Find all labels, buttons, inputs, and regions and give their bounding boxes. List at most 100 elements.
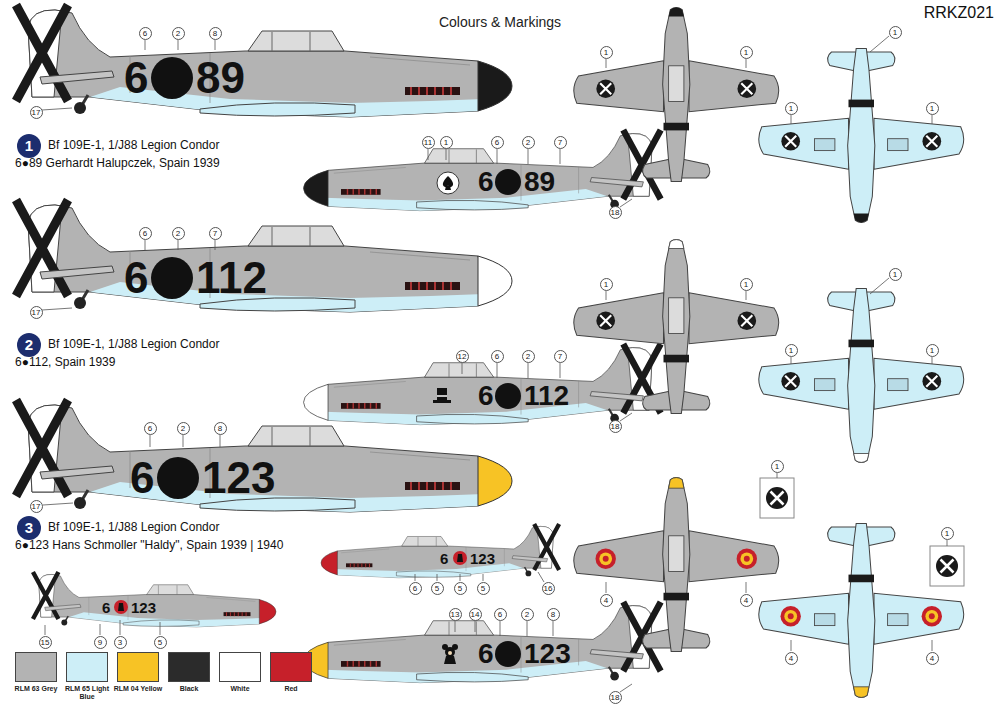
aircraft-code: 112 [196,256,267,300]
callout-number: 12 [456,350,469,363]
callout-number: 6 [491,136,504,149]
leader-lines [42,36,947,692]
scheme-number: 3 [25,519,33,536]
callout-number: 17 [30,106,43,119]
scheme-caption: Bf 109E-1, 1/J88 Legion Condor [48,520,219,535]
scheme-number-badge: 3 [17,516,41,540]
callout-number: 17 [30,500,43,513]
callout-number: 15 [39,636,52,649]
scheme-number-badge: 2 [17,333,41,357]
callout-number: 2 [172,27,185,40]
scheme-number-badge: 1 [17,134,41,158]
aircraft-code: 123 [131,600,156,615]
aircraft-code: 6 [124,256,148,300]
colour-name: Black [164,685,214,693]
callout-number: 4 [926,652,939,665]
callout-number: 9 [94,636,107,649]
callout-number: 5 [431,582,444,595]
callout-number: 1 [926,344,939,357]
callout-number: 1 [600,46,613,59]
callout-number: 2 [522,350,535,363]
callout-number: 6 [144,422,157,435]
callout-number: 2 [177,422,190,435]
aircraft-code: 6 [102,600,110,615]
aircraft-code: 89 [196,56,245,100]
callout-number: 1 [785,102,798,115]
callout-number: 14 [469,608,482,621]
callout-number: 18 [609,206,622,219]
plan-views [574,8,964,698]
callout-number: 16 [542,582,555,595]
scheme-caption: Bf 109E-1, 1/J88 Legion Condor [48,337,219,352]
scheme-caption: 6●123 Hans Schmoller "Haldy", Spain 1939… [15,538,283,553]
colour-swatch [15,652,57,682]
callout-number: 5 [454,582,467,595]
callout-number: 4 [785,652,798,665]
callout-number: 6 [409,582,422,595]
scheme-number: 1 [25,137,33,154]
callout-number: 7 [209,227,222,240]
side-profiles [16,5,661,683]
aircraft-code: 123 [470,551,495,566]
colour-swatch [219,652,261,682]
callout-number: 5 [477,582,490,595]
colour-swatch [66,652,108,682]
aircraft-code: 123 [202,456,275,500]
callout-number: 1 [941,527,954,540]
callout-number: 8 [214,422,227,435]
colour-name: Red [266,685,316,693]
callout-number: 11 [422,136,435,149]
aircraft-code: 6 [478,640,494,668]
callout-number: 7 [554,136,567,149]
colour-name: RLM 63 Grey [11,685,61,693]
sheet-title: Colours & Markings [439,14,561,30]
scheme-caption: 6●89 Gerhardt Halupczek, Spain 1939 [15,156,220,171]
sheet-code: RRKZ021 [924,4,994,22]
callout-number: 17 [30,306,43,319]
callout-number: 1 [889,26,902,39]
colour-name: White [215,685,265,693]
callout-number: 1 [926,102,939,115]
callout-number: 6 [139,27,152,40]
callout-number: 1 [600,278,613,291]
callout-number: 18 [609,420,622,433]
callout-number: 3 [114,636,127,649]
callout-number: 13 [449,608,462,621]
colour-swatch [168,652,210,682]
callout-number: 6 [494,608,507,621]
colour-name: RLM 04 Yellow [113,685,163,693]
aircraft-code: 6 [478,168,494,196]
callout-number: 1 [740,278,753,291]
colour-swatch [117,652,159,682]
scheme-caption: Bf 109E-1, 1/J88 Legion Condor [48,138,219,153]
aircraft-code: 112 [524,382,569,410]
callout-number: 8 [209,27,222,40]
callout-number: 7 [554,350,567,363]
callout-number: 6 [491,350,504,363]
callout-number: 4 [740,594,753,607]
callout-number: 2 [521,608,534,621]
aircraft-code: 6 [124,56,148,100]
callout-number: 1 [771,460,784,473]
callout-number: 1 [440,136,453,149]
callout-number: 1 [740,46,753,59]
aircraft-code: 6 [478,382,494,410]
callout-number: 5 [154,636,167,649]
callout-number: 1 [785,344,798,357]
scheme-caption: 6●112, Spain 1939 [15,355,115,370]
callout-number: 2 [172,227,185,240]
callout-number: 18 [609,691,622,704]
aircraft-code: 6 [440,551,448,566]
callout-number: 8 [547,608,560,621]
callout-number: 2 [522,136,535,149]
colour-name: RLM 65 Light Blue [62,685,112,701]
scheme-number: 2 [25,336,33,353]
callout-number: 1 [889,268,902,281]
aircraft-code: 89 [524,168,555,196]
callout-number: 4 [600,594,613,607]
aircraft-code: 6 [130,456,154,500]
callout-number: 6 [139,227,152,240]
colour-swatch [270,652,312,682]
aircraft-code: 123 [524,640,571,668]
